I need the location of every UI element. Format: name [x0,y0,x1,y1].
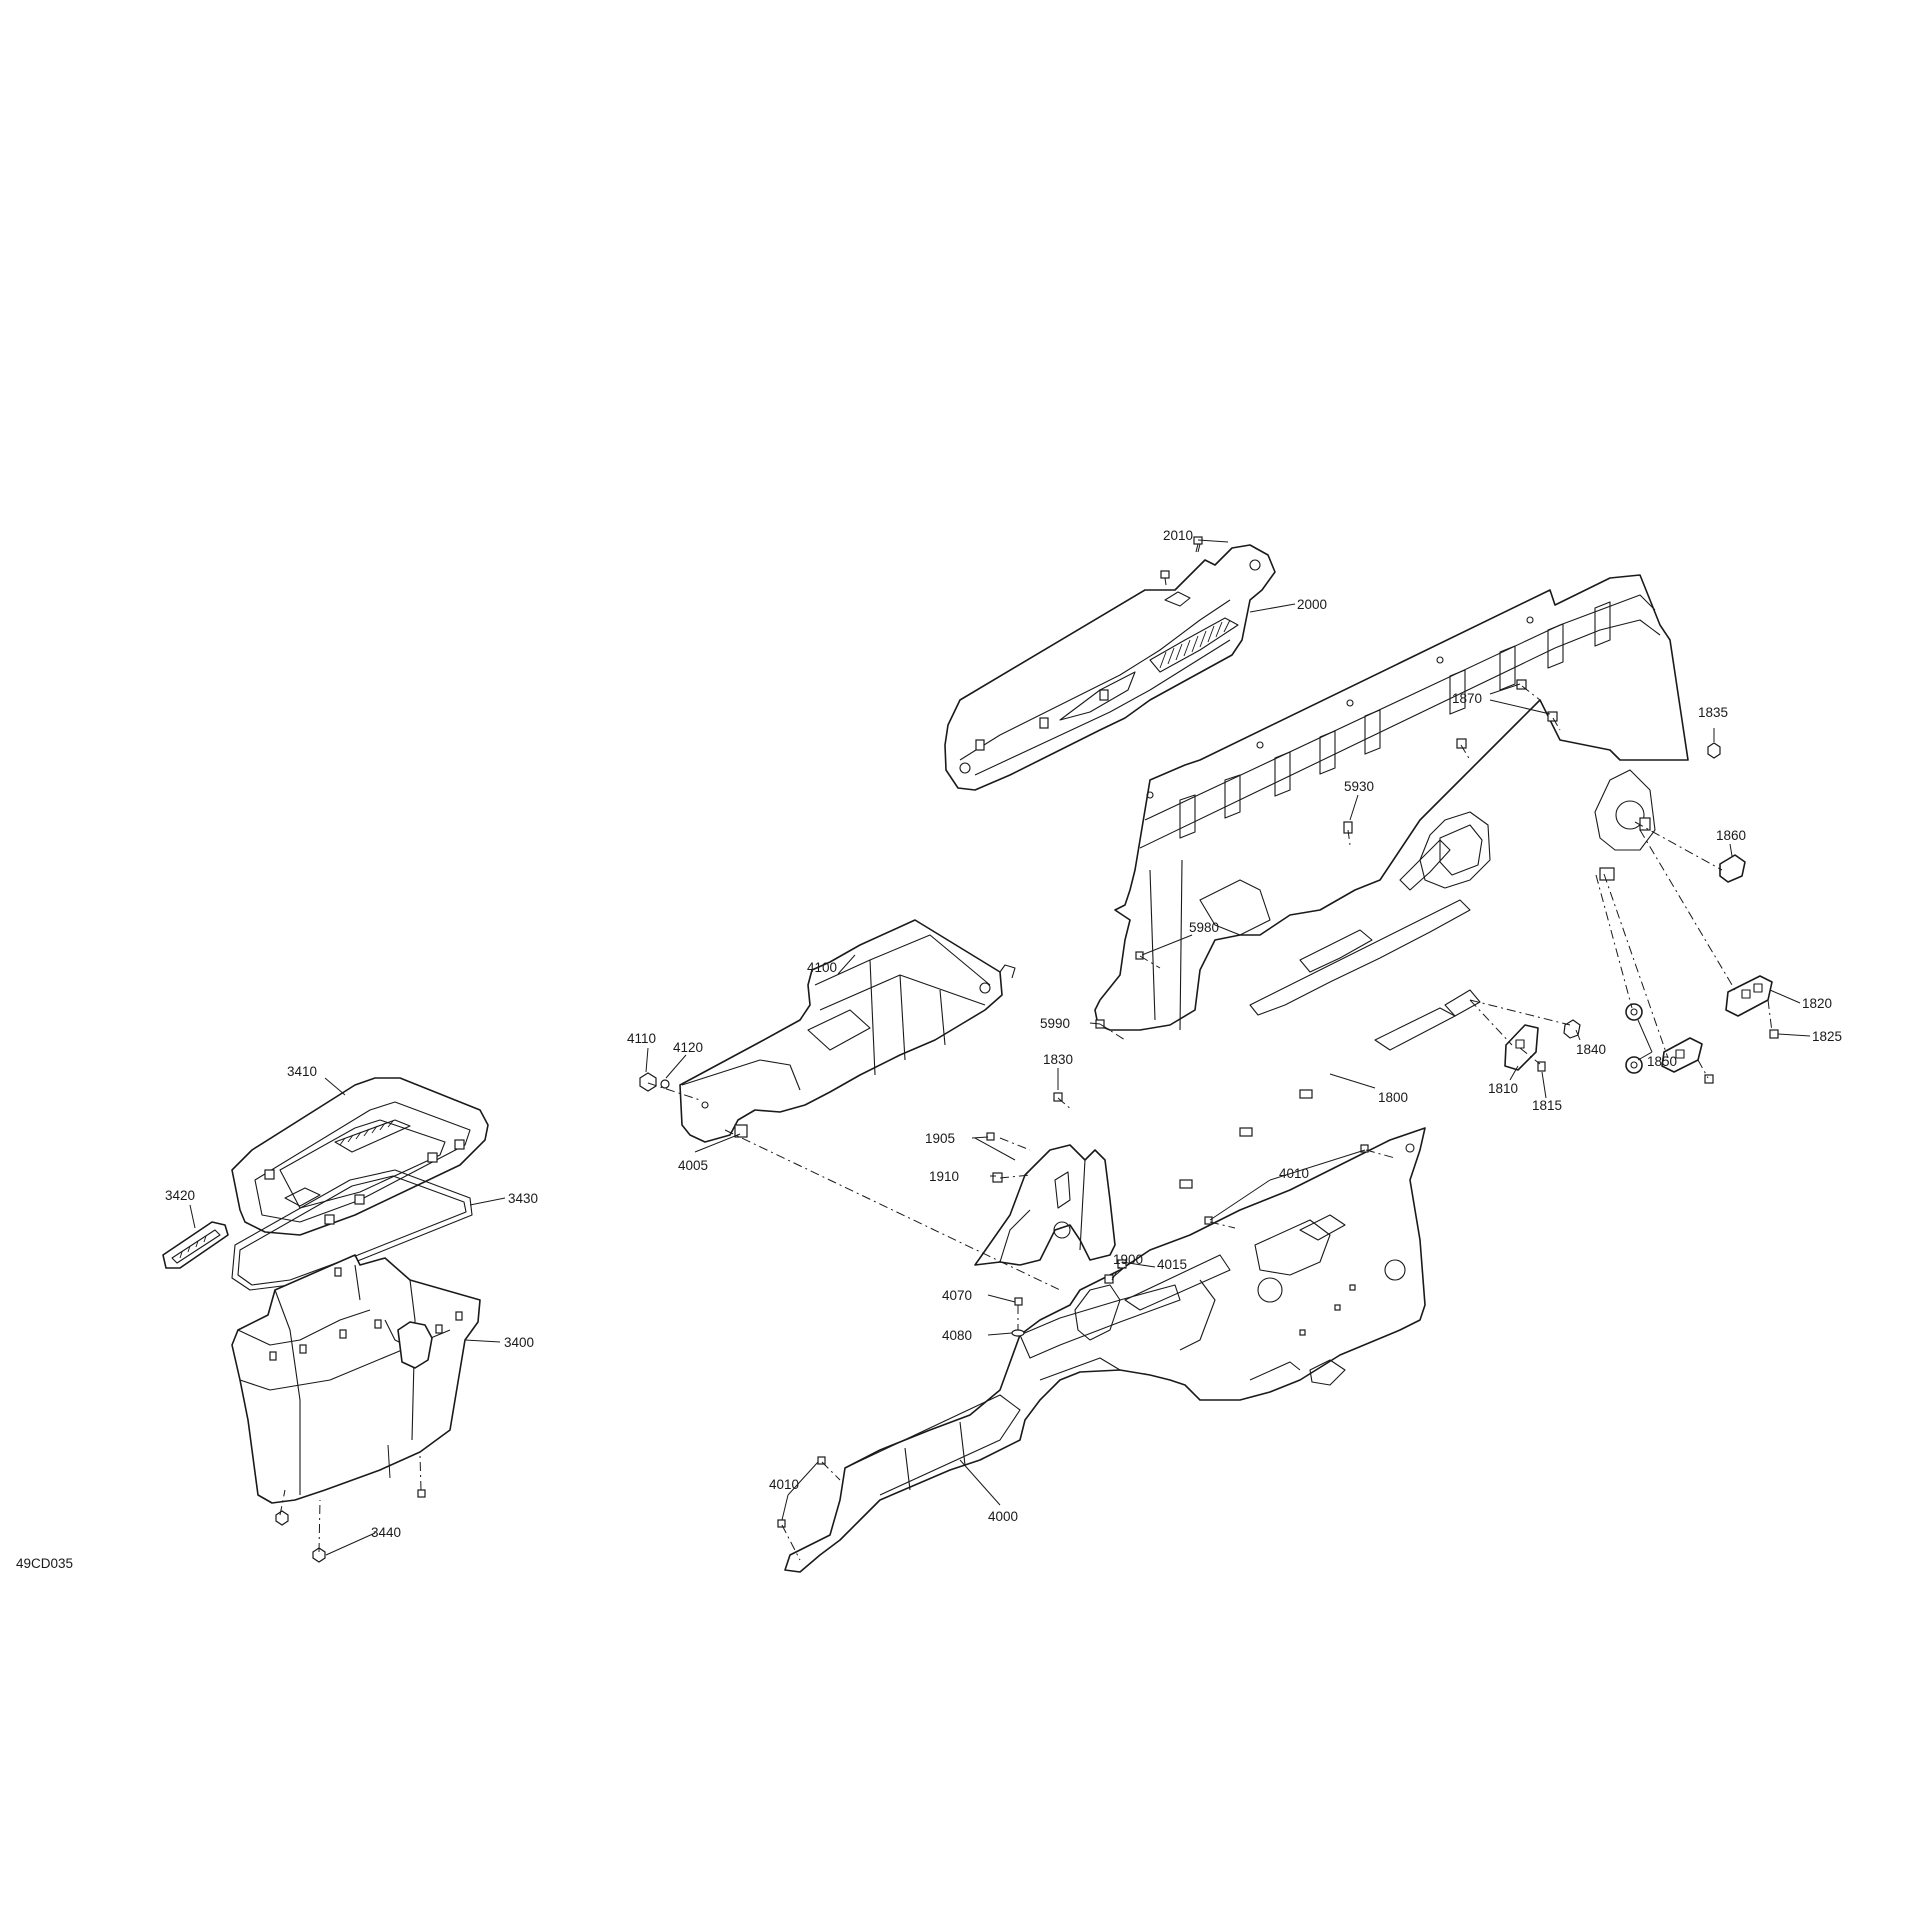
callout-4015: 4015 [1157,1257,1187,1272]
fasteners-1870 [1456,679,1558,749]
part-3430-seal [231,1169,473,1291]
callout-3440: 3440 [371,1525,401,1540]
fastener-5980 [1135,951,1144,960]
callout-leaders [189,539,1811,1556]
callout-4070: 4070 [942,1288,972,1303]
callout-4005: 4005 [678,1158,708,1173]
callout-3400: 3400 [504,1335,534,1350]
callout-1850: 1850 [1647,1054,1677,1069]
callout-4120: 4120 [673,1040,703,1055]
part-3410-bin-lid [231,1077,489,1236]
callout-1825: 1825 [1812,1029,1842,1044]
part-4000-floor-panel [784,1127,1426,1573]
callout-2010: 2010 [1163,528,1193,543]
callout-3420: 3420 [165,1188,195,1203]
part-4100-inner-panel [679,919,1016,1143]
callout-1870: 1870 [1452,691,1482,706]
callout-4000: 4000 [988,1509,1018,1524]
callout-1800: 1800 [1378,1090,1408,1105]
fasteners-4110-4120 [639,1072,670,1092]
callout-5930: 5930 [1344,779,1374,794]
part-1800-main-panel [974,574,1689,1266]
callout-1835: 1835 [1698,705,1728,720]
part-1810 [1504,1024,1539,1071]
callout-1860: 1860 [1716,828,1746,843]
callout-1910: 1910 [929,1169,959,1184]
callout-1900: 1900 [1113,1252,1143,1267]
fastener-1815 [1537,1061,1546,1072]
callout-1820: 1820 [1802,996,1832,1011]
callout-4100: 4100 [807,960,837,975]
callout-1810: 1810 [1488,1081,1518,1096]
callout-1840: 1840 [1576,1042,1606,1057]
diagram-reference-code: 49CD035 [16,1556,73,1571]
callout-4010-upper: 4010 [1279,1166,1309,1181]
callout-1815: 1815 [1532,1098,1562,1113]
assembly-lines [279,543,1773,1561]
callout-4010-lower: 4010 [769,1477,799,1492]
fasteners-4010-lower [777,1456,826,1528]
part-1820 [1725,975,1773,1017]
part-1850 [1625,1003,1643,1074]
callout-labels: 2010 2000 1870 1835 5930 1860 5980 4100 … [16,528,1842,1571]
callout-1905: 1905 [925,1131,955,1146]
callout-1830: 1830 [1043,1052,1073,1067]
fastener-1825 [1704,1029,1779,1084]
callout-4080: 4080 [942,1328,972,1343]
fasteners-1905-1910 [986,1132,1003,1183]
fastener-1835 [1707,742,1721,759]
callout-4110: 4110 [627,1031,656,1046]
part-1860 [1719,854,1746,883]
callout-5980: 5980 [1189,920,1219,935]
callout-5990: 5990 [1040,1016,1070,1031]
fasteners-4010-upper [1204,1144,1369,1225]
fastener-1830 [1053,1092,1063,1102]
callout-3430: 3430 [508,1191,538,1206]
callout-2000: 2000 [1297,597,1327,612]
part-3400-bin-body [231,1254,481,1504]
callout-3410: 3410 [287,1064,317,1079]
fasteners-3440 [275,1489,426,1563]
part-2000-upper-rail [944,544,1276,791]
part-3420-handle [162,1221,229,1269]
